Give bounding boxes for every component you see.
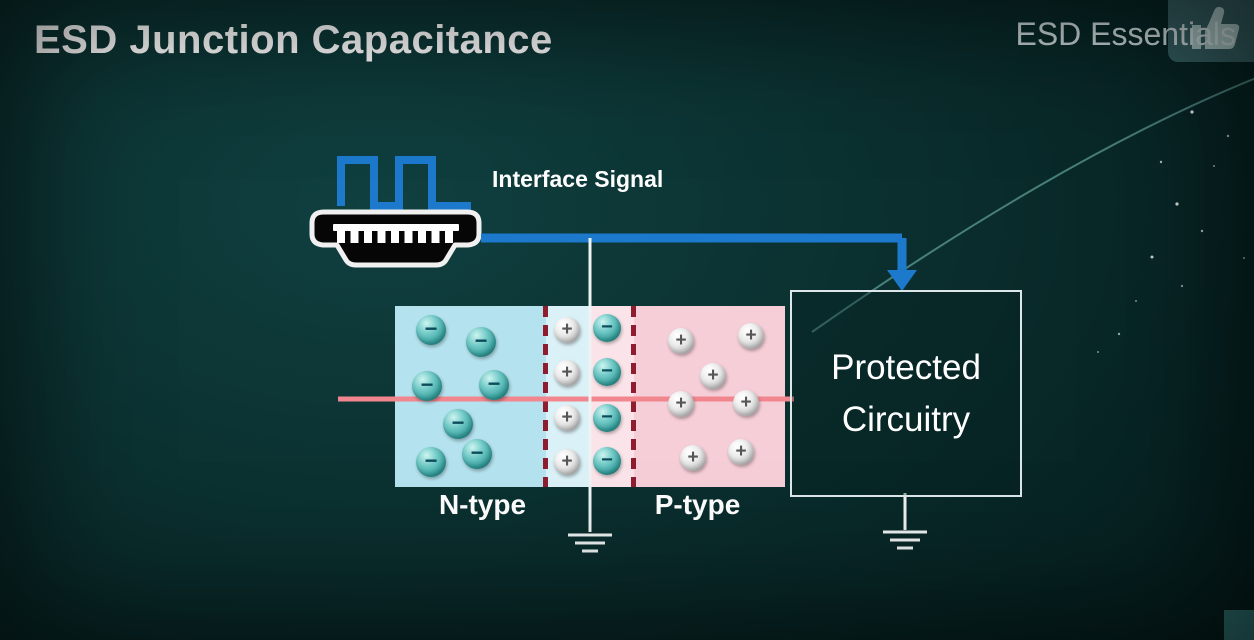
protected-circuitry-line1: Protected xyxy=(831,347,981,387)
protected-circuitry-line2: Circuitry xyxy=(841,399,971,439)
page-title: ESD Junction Capacitance xyxy=(34,18,553,62)
depletion-zone-n xyxy=(546,306,590,487)
p-type-region xyxy=(590,306,785,487)
p-type-label: P-type xyxy=(654,489,741,520)
like-button[interactable] xyxy=(1168,0,1254,62)
brand-watermark: ESD Essentials xyxy=(1015,16,1236,52)
decorative-curve xyxy=(811,77,1254,333)
thumbs-up-icon xyxy=(1192,6,1240,50)
interface-signal-label: Interface Signal xyxy=(492,166,664,192)
protected-circuitry-box: Protected Circuitry xyxy=(790,290,1022,497)
depletion-zone-p xyxy=(590,306,634,487)
particle-dots xyxy=(1097,110,1245,353)
n-type-label: N-type xyxy=(438,489,527,520)
corner-accent xyxy=(1224,610,1254,640)
n-type-region xyxy=(395,306,590,487)
